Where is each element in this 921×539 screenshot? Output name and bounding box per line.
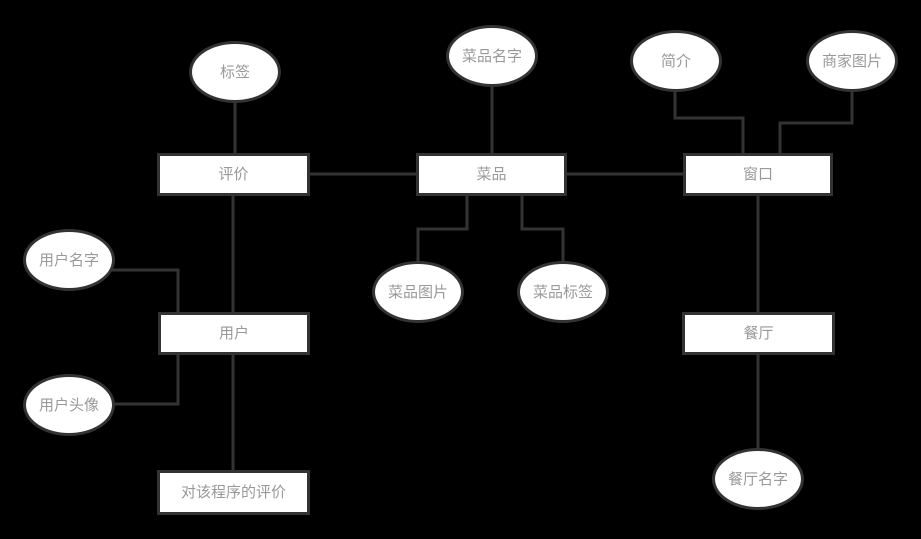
node-entity-app-pingjia[interactable]: 对该程序的评价 bbox=[157, 470, 310, 515]
node-label: 餐厅 bbox=[743, 324, 774, 342]
node-attribute-shangjia-tupian[interactable]: 商家图片 bbox=[806, 30, 898, 92]
node-attribute-canting-mingzi[interactable]: 餐厅名字 bbox=[712, 448, 804, 510]
edge-shangjiatupian-chuangkou bbox=[778, 89, 854, 155]
node-entity-yonghu[interactable]: 用户 bbox=[158, 312, 310, 355]
node-label: 菜品名字 bbox=[461, 46, 522, 65]
node-attribute-caipin-tupian[interactable]: 菜品图片 bbox=[372, 261, 464, 323]
node-attribute-yonghu-touxiang[interactable]: 用户头像 bbox=[23, 374, 115, 436]
node-label: 评价 bbox=[218, 165, 249, 183]
node-attribute-yonghu-mingzi[interactable]: 用户名字 bbox=[23, 229, 115, 291]
node-entity-chuangkou[interactable]: 窗口 bbox=[683, 153, 833, 196]
edge-yonghumingzi-yonghu bbox=[111, 268, 180, 314]
node-entity-canting[interactable]: 餐厅 bbox=[682, 312, 835, 355]
node-label: 商家图片 bbox=[821, 51, 882, 70]
edge-caipin-caipintupian bbox=[416, 194, 469, 264]
node-label: 用户名字 bbox=[38, 250, 99, 269]
node-label: 菜品 bbox=[476, 165, 507, 183]
node-attribute-jianjie[interactable]: 简介 bbox=[630, 30, 722, 92]
node-attribute-biaoqian[interactable]: 标签 bbox=[189, 41, 281, 103]
node-entity-pingjia[interactable]: 评价 bbox=[157, 153, 310, 196]
node-label: 对该程序的评价 bbox=[180, 483, 286, 501]
edge-caipin-caipinbiaoqian bbox=[520, 194, 565, 264]
node-label: 简介 bbox=[660, 51, 691, 70]
node-label: 餐厅名字 bbox=[727, 469, 788, 488]
node-label: 用户 bbox=[218, 324, 249, 342]
node-label: 用户头像 bbox=[38, 395, 99, 414]
node-attribute-caipin-mingzi[interactable]: 菜品名字 bbox=[446, 25, 538, 87]
edge-yonghutouxiang-yonghu bbox=[111, 353, 180, 406]
node-label: 标签 bbox=[219, 62, 250, 81]
node-entity-caipin[interactable]: 菜品 bbox=[416, 153, 567, 196]
node-label: 菜品图片 bbox=[387, 282, 448, 301]
node-label: 菜品标签 bbox=[532, 282, 593, 301]
node-attribute-caipin-biaoqian[interactable]: 菜品标签 bbox=[517, 261, 609, 323]
edge-jianjie-chuangkou bbox=[673, 89, 745, 155]
node-label: 窗口 bbox=[742, 165, 773, 183]
